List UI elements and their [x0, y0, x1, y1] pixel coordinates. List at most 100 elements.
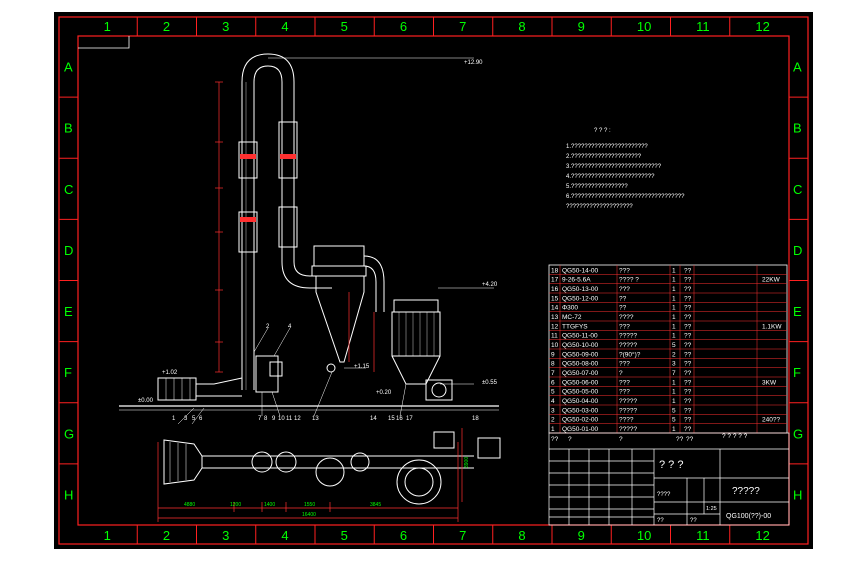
row-label-left: A [64, 60, 73, 75]
bom-cell-name: ????? [619, 426, 637, 433]
row-label-left: F [64, 365, 72, 380]
column-label-bottom: 4 [281, 528, 288, 543]
drawing-name: ? ? ? [659, 459, 683, 471]
column-label-top: 7 [459, 19, 466, 34]
bom-cell-q: 1 [672, 323, 676, 330]
bom-cell-code: QG50-13-00 [562, 286, 599, 293]
callout-label: 2 [266, 324, 270, 330]
plan-dimensions [157, 428, 463, 522]
row-label-right: B [793, 121, 802, 136]
bom-header-mat: ?? [686, 436, 694, 443]
bom-cell-no: 10 [551, 342, 559, 349]
callout-label: 15 [388, 416, 395, 422]
bom-cell-m: ?? [684, 286, 692, 293]
callout-label: 3 [184, 416, 188, 422]
elevation-cyclone: +1.15 [354, 364, 370, 370]
callout-label: 8 [264, 416, 268, 422]
bom-cell-no: 14 [551, 305, 559, 312]
bom-cell-q: 2 [672, 351, 676, 358]
column-label-top: 6 [400, 19, 407, 34]
bom-cell-name: ????? [619, 333, 637, 340]
bom-cell-m: ?? [684, 314, 692, 321]
bom-cell-q: 1 [672, 267, 676, 274]
callout-label: 6 [199, 416, 203, 422]
bom-cell-q: 1 [672, 379, 676, 386]
bom-cell-q: 7 [672, 370, 676, 377]
callout-label: 9 [272, 416, 276, 422]
column-label-top: 5 [341, 19, 348, 34]
sheet-label-2: ?? [690, 518, 697, 524]
bom-cell-code: QG50-08-00 [562, 361, 599, 368]
row-label-left: B [64, 121, 73, 136]
bom-cell-name: ??? [619, 361, 630, 368]
bom-cell-m: ?? [684, 398, 692, 405]
note-line: 1.??????????????????????? [566, 144, 648, 150]
vertical-dimensions [215, 81, 375, 373]
note-line: 2.????????????????????? [566, 154, 642, 160]
column-label-bottom: 1 [104, 528, 111, 543]
row-label-right: H [793, 487, 802, 502]
column-label-bottom: 12 [755, 528, 769, 543]
column-label-bottom: 9 [578, 528, 585, 543]
technical-notes: ? ? ? : 1.??????????????????????? 2.?????… [566, 128, 685, 210]
plan-view [163, 431, 501, 505]
bom-cell-no: 16 [551, 286, 559, 293]
bom-cell-code: QG50-03-00 [562, 407, 599, 414]
notes-title: ? ? ? : [594, 128, 611, 134]
bom-cell-q: 1 [672, 277, 676, 284]
column-label-top: 4 [281, 19, 288, 34]
bom-cell-no: 3 [551, 407, 555, 414]
elevation-view [119, 53, 499, 425]
callout-label: 10 [278, 416, 285, 422]
row-label-left: E [64, 304, 73, 319]
column-label-bottom: 11 [696, 528, 710, 543]
elevation-heater: +1.02 [162, 370, 178, 376]
bom-cell-no: 13 [551, 314, 559, 321]
column-label-top: 9 [578, 19, 585, 34]
dimension-segment: 1200 [230, 502, 241, 508]
bom-header-code: ? [568, 436, 572, 443]
note-line: 3.??????????????????????????? [566, 164, 662, 170]
column-label-top: 3 [222, 19, 229, 34]
bom-cell-code: Φ300 [562, 305, 578, 312]
bom-cell-no: 17 [551, 277, 559, 284]
bom-cell-name: ???? ? [619, 277, 639, 284]
bom-cell-no: 18 [551, 267, 559, 274]
callout-label: 13 [312, 416, 319, 422]
bom-cell-no: 12 [551, 323, 559, 330]
drawing-number: QG100(??)-00 [726, 513, 771, 520]
bom-cell-code: QG50-07-00 [562, 370, 599, 377]
column-label-top: 1 [104, 19, 111, 34]
note-line: 6.?????????????????????????????????? [566, 194, 685, 200]
bom-cell-code: QG50-02-00 [562, 417, 599, 424]
row-label-left: D [64, 243, 73, 258]
bom-cell-name: ???? [619, 314, 634, 321]
dimension-segment: 1550 [304, 502, 315, 508]
bom-cell-code: QG50-11-00 [562, 333, 598, 340]
bom-header-note: ? ? ? ? ? [722, 433, 748, 440]
bom-cell-q: 1 [672, 314, 676, 321]
dimension-segment: 1400 [264, 502, 275, 508]
bom-cell-code: QG50-04-00 [562, 398, 599, 405]
bom-header-no: ?? [551, 436, 559, 443]
bom-cell-q: 1 [672, 286, 676, 293]
row-label-right: G [793, 426, 803, 441]
bom-cell-no: 4 [551, 398, 555, 405]
column-label-top: 11 [696, 19, 710, 34]
bom-cell-no: 1 [551, 426, 555, 433]
bom-cell-note: 3KW [762, 379, 777, 386]
bom-cell-q: 3 [672, 361, 676, 368]
bom-cell-name: ?? [619, 305, 627, 312]
